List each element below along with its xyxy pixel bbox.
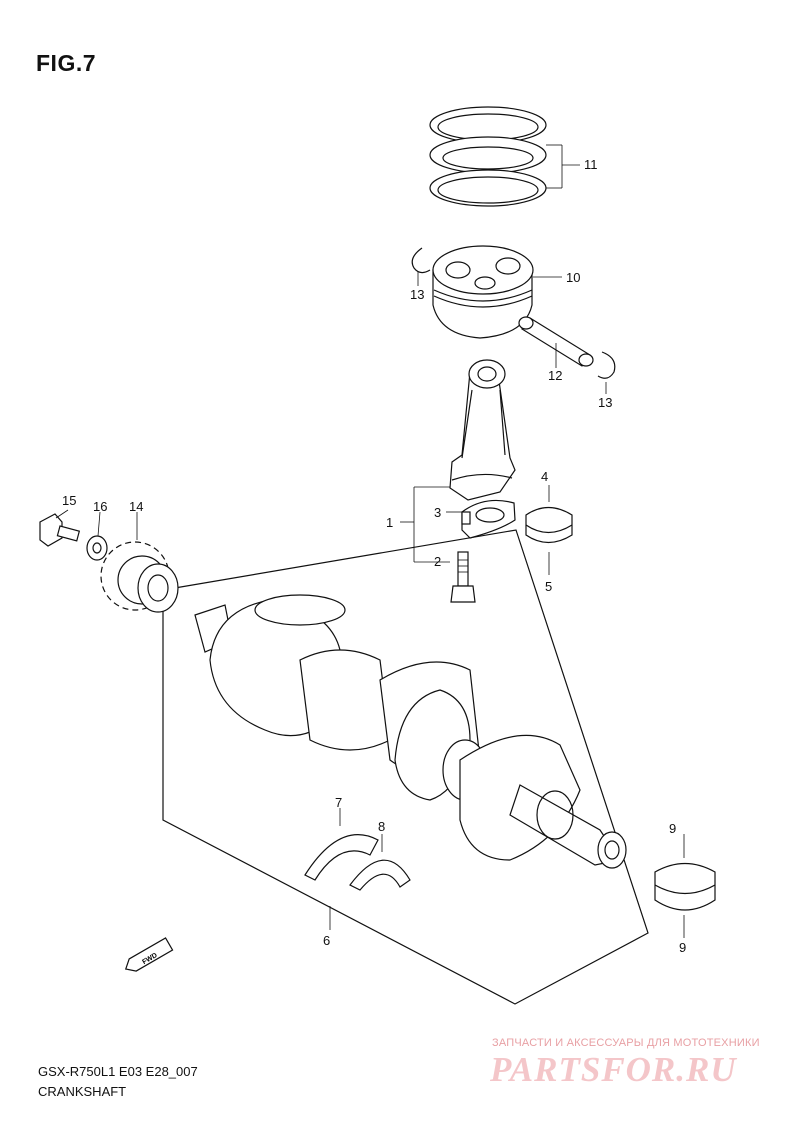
watermark-logo: PARTSFOR.RU (490, 1050, 737, 1089)
part-label-8: 8 (378, 819, 386, 834)
part-label-12: 12 (548, 368, 563, 383)
part-label-14: 14 (129, 499, 144, 514)
connecting-rod (449, 359, 516, 501)
crankshaft (194, 594, 627, 869)
part-label-4: 4 (541, 469, 549, 484)
part-label-15: 15 (62, 493, 77, 508)
part-label-9-bottom: 9 (679, 940, 687, 955)
part-label-13-right: 13 (598, 395, 613, 410)
part-label-3: 3 (434, 505, 442, 520)
part-label-1: 1 (386, 515, 394, 530)
thrust-bearing-upper (304, 834, 379, 881)
circlip-right (597, 351, 616, 379)
part-label-11: 11 (584, 157, 598, 172)
crankshaft-assembly-frame (162, 529, 649, 1005)
forward-direction-arrow (124, 937, 174, 972)
part-label-13-left: 13 (410, 287, 425, 302)
thrust-bearing-lower (349, 859, 411, 891)
connecting-rod-bolt (450, 551, 476, 603)
part-label-6: 6 (323, 933, 331, 948)
part-label-16: 16 (93, 499, 108, 514)
diagram-caption: CRANKSHAFT (38, 1084, 127, 1099)
figure-title: FIG.7 (36, 50, 97, 76)
main-bearing (654, 834, 716, 938)
part-label-5: 5 (545, 579, 553, 594)
part-label-7: 7 (335, 795, 343, 810)
part-label-9-top: 9 (669, 821, 677, 836)
piston (432, 245, 562, 339)
part-label-2: 2 (434, 554, 442, 569)
watermark-tagline: ЗАПЧАСТИ И АКСЕССУАРЫ ДЛЯ МОТОТЕХНИКИ (492, 1037, 760, 1049)
model-code: GSX-R750L1 E03 E28_007 (38, 1064, 198, 1079)
crankpin-bearing (525, 485, 573, 575)
connecting-rod-assembly-bracket (400, 486, 462, 563)
part-label-10: 10 (566, 270, 581, 285)
piston-pin (518, 316, 594, 368)
piston-rings (429, 106, 580, 207)
crankshaft-gear (100, 512, 179, 613)
washer (86, 511, 108, 561)
circlip-left (411, 247, 431, 274)
connecting-rod-cap (461, 499, 516, 539)
crank-gear-bolt (39, 509, 81, 547)
